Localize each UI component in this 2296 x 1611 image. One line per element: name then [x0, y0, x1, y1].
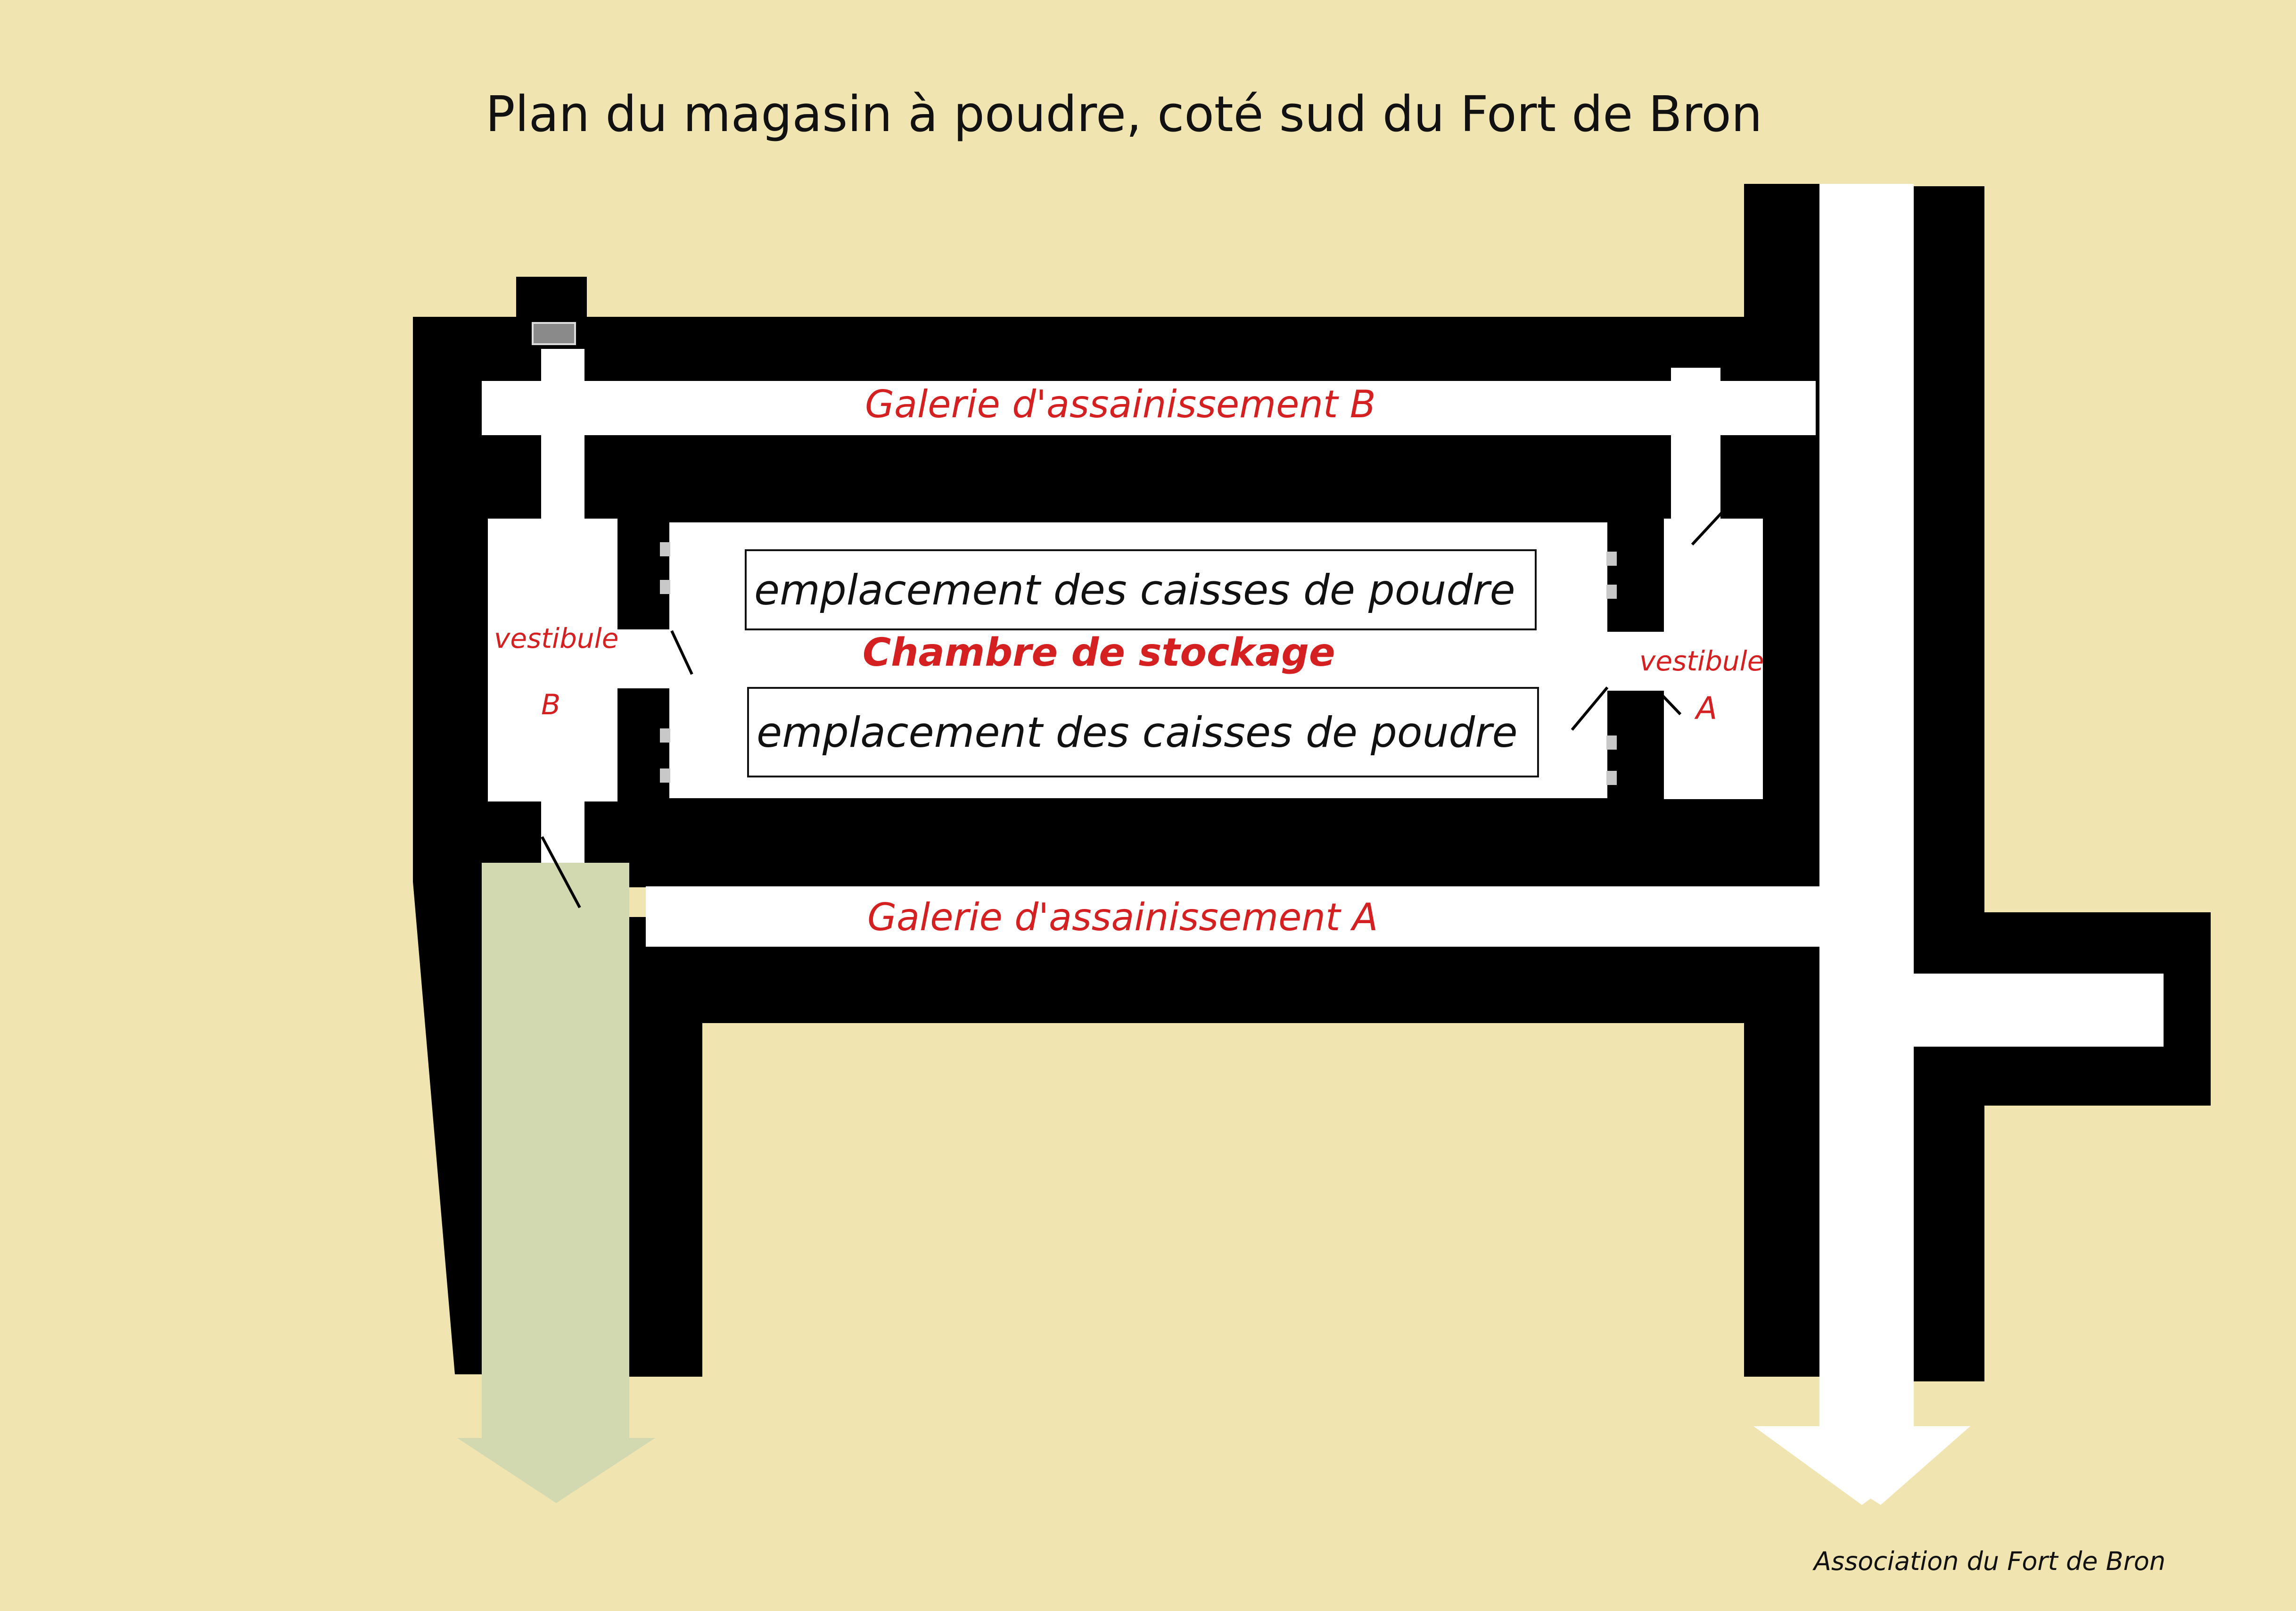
wall-vents [660, 542, 1617, 785]
white-exit-arrow-head [1753, 1426, 1970, 1505]
crate-area-top: emplacement des caisses de poudre [745, 549, 1537, 630]
passage-vestibule-b-exit [541, 801, 584, 863]
passage-right-corridor [1819, 184, 1914, 1429]
crate-label-top: emplacement des caisses de poudre [754, 565, 1515, 614]
passage-annex [1914, 974, 2164, 1047]
vent-left-top-2 [660, 580, 670, 594]
label-vestibule-b: vestibule [494, 622, 619, 654]
vent-right-top-2 [1606, 585, 1617, 599]
vent-right-bottom-1 [1606, 735, 1617, 750]
door-line-vestibule-b [670, 630, 693, 675]
label-vestibule-a: vestibule [1639, 645, 1764, 677]
door-line-vestibule-b-exit [541, 836, 581, 909]
door-swings [541, 510, 1724, 909]
vent-left-top-1 [660, 542, 670, 556]
vent-left-bottom-2 [660, 768, 670, 783]
vent-icon [532, 322, 576, 345]
crate-area-bottom: emplacement des caisses de poudre [747, 687, 1539, 777]
passage-vestibule-b-door [617, 629, 669, 688]
label-galerie-b: Galerie d'assainissement B [865, 382, 1376, 426]
wall-bottom-left-leg [629, 917, 702, 1377]
vent-right-bottom-2 [1606, 771, 1617, 785]
credit-text: Association du Fort de Bron [1814, 1546, 2166, 1576]
door-line-vestibule-a [1571, 686, 1609, 731]
wall-left [413, 317, 482, 1374]
label-chambre: Chambre de stockage [863, 630, 1335, 675]
green-exit-arrow [457, 863, 655, 1503]
label-vestibule-b-letter: B [541, 688, 561, 721]
wall-right-corridor-right [1914, 186, 1984, 1381]
vent-right-top-1 [1606, 552, 1617, 566]
page-title: Plan du magasin à poudre, coté sud du Fo… [486, 85, 1762, 143]
passage-vestibule-a-door [1607, 632, 1664, 691]
passage-galerie-b [482, 381, 1816, 435]
label-vestibule-a-letter: A [1696, 690, 1718, 727]
crate-label-bottom: emplacement des caisses de poudre [757, 708, 1518, 757]
passage-chamber [669, 522, 1607, 798]
passage-vestibule-b [488, 519, 617, 801]
door-line-vestibule-a-inner [1658, 691, 1682, 716]
vent-left-bottom-1 [660, 728, 670, 743]
door-line-right-link [1691, 510, 1724, 546]
label-galerie-a: Galerie d'assainissement A [867, 895, 1378, 939]
passage-galerie-a [646, 886, 1819, 947]
passage-right-link [1671, 368, 1720, 519]
passage-vestibule-a [1664, 519, 1763, 799]
